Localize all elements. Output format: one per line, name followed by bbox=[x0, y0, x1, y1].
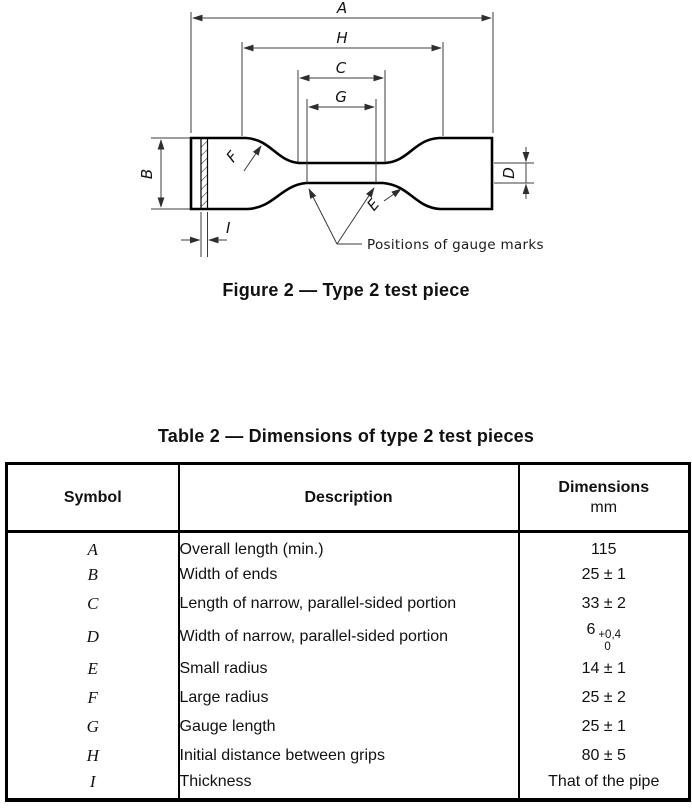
symbol-cell: B bbox=[87, 565, 98, 584]
table-row: E Small radius 14 ± 1 bbox=[7, 654, 690, 684]
dimension-cell: 33 ± 2 bbox=[517, 589, 690, 619]
header-unit-label: mm bbox=[590, 498, 618, 516]
label-A: A bbox=[336, 0, 347, 17]
tolerance-minus: 0 bbox=[604, 640, 611, 653]
label-C: C bbox=[336, 59, 347, 77]
table-row: C Length of narrow, parallel-sided porti… bbox=[7, 589, 690, 619]
gauge-marks-annotation: Positions of gauge marks bbox=[367, 237, 544, 253]
header-description: Description bbox=[177, 463, 519, 533]
label-E: E bbox=[363, 195, 383, 214]
dimension-cell: 80 ± 5 bbox=[517, 741, 690, 771]
symbol-cell: G bbox=[86, 717, 99, 736]
label-B: B bbox=[138, 169, 156, 179]
symbol-cell: C bbox=[87, 594, 99, 613]
figure-caption: Figure 2 — Type 2 test piece bbox=[222, 280, 470, 300]
dimension-line-B bbox=[151, 137, 190, 210]
dimension-line-C bbox=[297, 70, 386, 162]
symbol-cell: A bbox=[87, 539, 98, 559]
description-cell: Large radius bbox=[177, 683, 519, 713]
symbol-cell: E bbox=[87, 659, 98, 678]
header-symbol: Symbol bbox=[6, 463, 179, 533]
table-header-row: Symbol Description Dimensions mm bbox=[6, 463, 690, 533]
label-I: I bbox=[226, 219, 231, 237]
dimension-cell: 25 ± 2 bbox=[517, 683, 690, 713]
description-cell: Width of ends bbox=[177, 560, 519, 590]
description-cell: Thickness bbox=[177, 770, 519, 800]
symbol-cell: H bbox=[86, 746, 99, 765]
dimension-line-G bbox=[306, 99, 377, 183]
test-piece-outline bbox=[189, 136, 494, 211]
test-piece-figure: A H C G B bbox=[138, 0, 544, 257]
table-row: A Overall length (min.) 115 bbox=[7, 531, 690, 561]
label-H: H bbox=[336, 29, 347, 47]
description-cell: Length of narrow, parallel-sided portion bbox=[177, 589, 519, 619]
table-row: F Large radius 25 ± 2 bbox=[7, 683, 690, 713]
dimension-line-D bbox=[494, 147, 534, 199]
header-dimensions-label: Dimensions bbox=[558, 478, 650, 496]
table-row: H Initial distance between grips 80 ± 5 bbox=[7, 741, 690, 771]
label-F: F bbox=[222, 147, 242, 165]
dimension-cell: That of the pipe bbox=[517, 770, 690, 800]
dimension-cell: 25 ± 1 bbox=[517, 560, 690, 590]
tolerance-plus: +0,4 bbox=[598, 628, 622, 641]
description-cell: Overall length (min.) bbox=[177, 531, 519, 561]
label-D: D bbox=[500, 167, 518, 179]
symbol-cell: F bbox=[87, 688, 98, 707]
table-row: D Width of narrow, parallel-sided portio… bbox=[7, 618, 690, 655]
table-row: B Width of ends 25 ± 1 bbox=[7, 560, 690, 590]
dimension-cell: 25 ± 1 bbox=[517, 712, 690, 742]
dimension-line-I bbox=[181, 212, 227, 257]
leader-line-E bbox=[383, 188, 402, 202]
dimension-cell: 115 bbox=[517, 531, 690, 561]
table-title: Table 2 — Dimensions of type 2 test piec… bbox=[157, 426, 535, 446]
table-row: G Gauge length 25 ± 1 bbox=[7, 712, 690, 742]
description-cell: Small radius bbox=[177, 654, 519, 684]
description-cell: Gauge length bbox=[177, 712, 519, 742]
leader-line-F bbox=[243, 145, 262, 172]
dimension-line-A bbox=[190, 12, 494, 133]
header-dimensions: Dimensions mm bbox=[517, 463, 690, 533]
dimensions-table: Symbol Description Dimensions mm A Overa… bbox=[5, 462, 691, 802]
symbol-cell: D bbox=[86, 626, 99, 646]
thickness-hatch-strip bbox=[200, 138, 209, 209]
symbol-cell: I bbox=[89, 772, 96, 791]
dimension-line-H bbox=[241, 42, 444, 136]
description-cell: Width of narrow, parallel-sided portion bbox=[177, 618, 519, 655]
dimension-cell: 14 ± 1 bbox=[517, 654, 690, 684]
table-row: I Thickness That of the pipe bbox=[7, 770, 690, 800]
dimension-value: 6 bbox=[586, 620, 596, 638]
label-G: G bbox=[335, 88, 347, 106]
gauge-mark-pointers bbox=[308, 187, 375, 245]
description-cell: Initial distance between grips bbox=[177, 741, 519, 771]
